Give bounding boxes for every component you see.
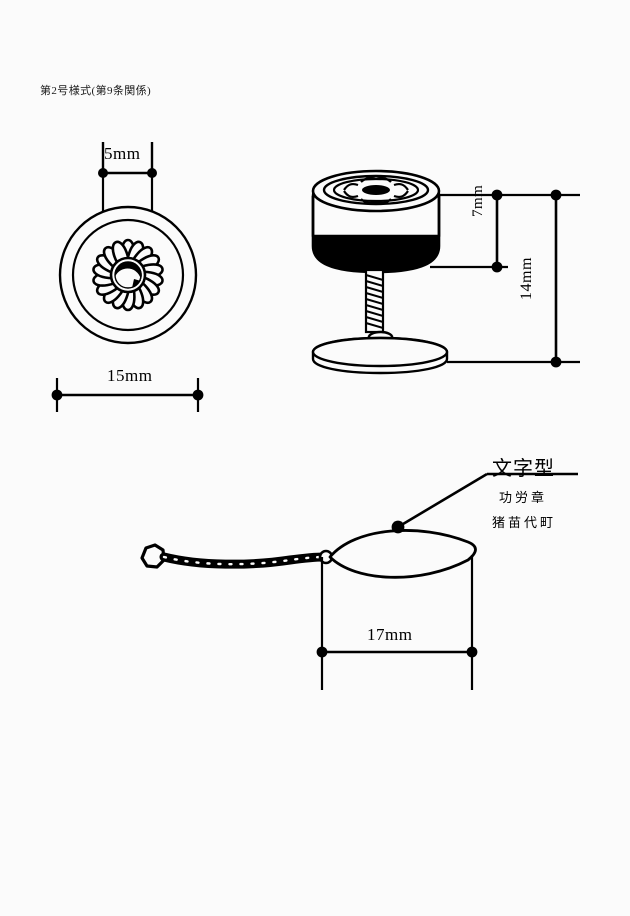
annotation-line-2: 猪苗代町 xyxy=(492,516,557,531)
dimension-label-inner-width: 5mm xyxy=(104,144,141,163)
form-number-heading: 第2号様式(第9条関係) xyxy=(40,85,152,97)
top-view-group xyxy=(51,142,204,412)
nameplate-view-group xyxy=(140,472,578,690)
top-face-pattern xyxy=(332,176,420,205)
annotation-line-1: 功労章 xyxy=(499,491,548,506)
dimension-label-outer-diameter: 15mm xyxy=(107,366,153,385)
annotation-title: 文字型 xyxy=(492,456,555,480)
side-view-group xyxy=(311,169,580,375)
dimension-label-total-height: 14mm xyxy=(518,257,535,300)
dimension-label-nameplate-width: 17mm xyxy=(367,625,413,644)
screw-threads xyxy=(365,274,384,329)
dimension-label-body-height: 7mm xyxy=(470,184,486,217)
